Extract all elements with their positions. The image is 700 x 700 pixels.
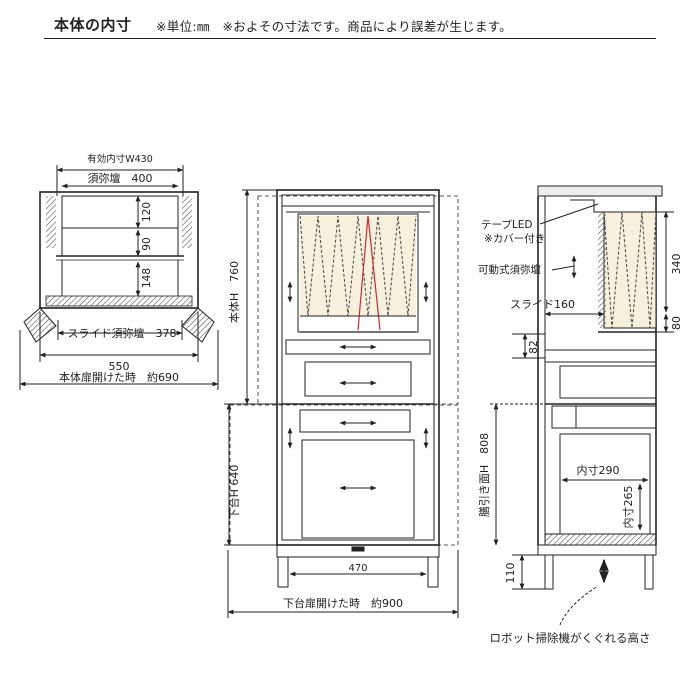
label-height-82: 82	[528, 340, 540, 353]
label-height-340: 340	[670, 254, 683, 275]
label-height-80: 80	[670, 316, 683, 330]
top-view-cabinet	[39, 191, 199, 309]
label-open-width: 本体扉開けた時 約690	[59, 370, 179, 384]
label-cover-note: ※カバー付き	[484, 232, 545, 245]
page-title: 本体の内寸	[54, 16, 132, 34]
front-view	[224, 189, 459, 618]
label-slide: スライド160	[510, 298, 575, 311]
top-view	[19, 165, 219, 390]
label-height-148: 148	[141, 268, 153, 288]
label-width-550: 550	[109, 360, 130, 373]
side-view-labels: テープLED ※カバー付き 可動式須弥壇 スライド160 340 80 82 膳…	[477, 219, 683, 645]
label-robot-note: ロボット掃除機がくぐれる高さ	[490, 631, 651, 645]
label-body-height: 本体H 760	[227, 261, 241, 323]
label-lower-height: 下台H 640	[227, 465, 241, 520]
front-lower-door	[301, 439, 415, 539]
page-note: ※単位:㎜ ※およその寸法です。商品により誤差が生じます。	[156, 19, 513, 34]
label-height-120: 120	[141, 202, 153, 222]
label-slide-sumidan: スライド須弥壇 378	[68, 326, 177, 340]
label-height-90: 90	[141, 237, 153, 250]
label-sumidan-width: 須弥壇 400	[88, 171, 153, 185]
label-height-110: 110	[504, 563, 517, 584]
label-inner-290: 内寸290	[577, 463, 620, 477]
label-tape-led: テープLED	[481, 219, 532, 231]
front-view-labels: 本体H 760 下台H 640 470 下台扉開けた時 約900	[227, 261, 403, 610]
label-lower-open-width: 下台扉開けた時 約900	[283, 596, 403, 610]
side-view	[490, 185, 674, 626]
header: 本体の内寸 ※単位:㎜ ※およその寸法です。商品により誤差が生じます。	[44, 8, 656, 39]
label-movable-sumidan: 可動式須弥壇	[478, 263, 541, 276]
label-inner-265: 内寸265	[621, 486, 635, 529]
label-effective-width: 有効内寸W430	[87, 153, 153, 165]
side-lower-inner	[559, 433, 651, 535]
label-drawer-height: 膳引き面H 808	[477, 433, 491, 517]
label-base-width: 470	[348, 563, 367, 574]
top-view-labels: 有効内寸W430 須弥壇 400 120 90 148 スライド須弥壇 378 …	[59, 153, 179, 384]
